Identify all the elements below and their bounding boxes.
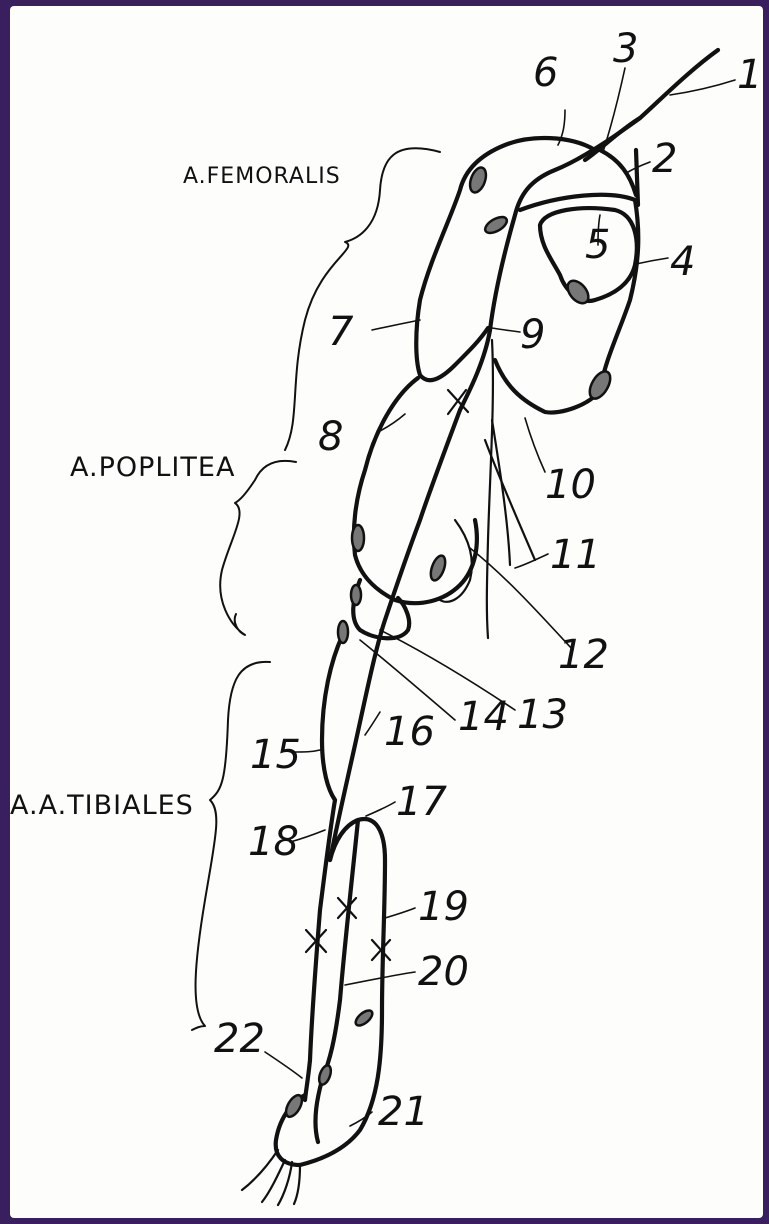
label-6: 6 xyxy=(533,50,558,96)
label-14: 14 xyxy=(458,694,509,740)
label-12: 12 xyxy=(558,632,609,678)
label-a-femoralis: A.FEMORALIS xyxy=(183,164,341,189)
node-anastomosis xyxy=(353,1008,375,1029)
label-16: 16 xyxy=(384,709,435,755)
brace-poplitea xyxy=(220,461,296,635)
node-anastomosis xyxy=(283,1093,305,1120)
label-8: 8 xyxy=(318,414,343,460)
vessel-descending-genicular-a xyxy=(487,340,493,638)
node-anastomosis xyxy=(586,368,615,402)
label-17: 17 xyxy=(396,779,447,825)
node-anastomosis xyxy=(338,621,348,643)
label-2: 2 xyxy=(652,136,677,182)
label-7: 7 xyxy=(328,309,354,355)
vessel-digital-branches xyxy=(242,1150,300,1205)
vessel-descending-genicular-c xyxy=(485,440,535,560)
node-anastomosis xyxy=(352,525,364,551)
vessel-profunda-loop xyxy=(495,195,638,413)
node-anastomosis xyxy=(483,214,510,236)
vessel-peroneal xyxy=(315,820,358,1142)
vessel-circumflex-lateral xyxy=(416,138,595,380)
node-anastomosis xyxy=(428,554,448,583)
node-anastomosis xyxy=(351,585,361,605)
label-5: 5 xyxy=(585,222,610,268)
label-9: 9 xyxy=(520,312,545,358)
label-a-poplitea: A.POPLITEA xyxy=(70,452,235,483)
label-21: 21 xyxy=(378,1089,429,1135)
vessel-anterior-tibial xyxy=(305,630,345,1100)
label-11: 11 xyxy=(550,532,601,578)
label-aa-tibiales: A.A.TIBIALES xyxy=(10,790,194,821)
label-1: 1 xyxy=(737,52,762,98)
label-19: 19 xyxy=(418,884,469,930)
label-20: 20 xyxy=(418,949,469,995)
node-anastomosis xyxy=(317,1064,333,1086)
label-10: 10 xyxy=(545,462,596,508)
label-13: 13 xyxy=(517,692,568,738)
label-3: 3 xyxy=(613,26,638,72)
label-18: 18 xyxy=(248,819,299,865)
brace-femoralis xyxy=(285,148,440,450)
label-4: 4 xyxy=(670,239,695,285)
label-22: 22 xyxy=(214,1016,265,1062)
label-15: 15 xyxy=(250,732,301,778)
